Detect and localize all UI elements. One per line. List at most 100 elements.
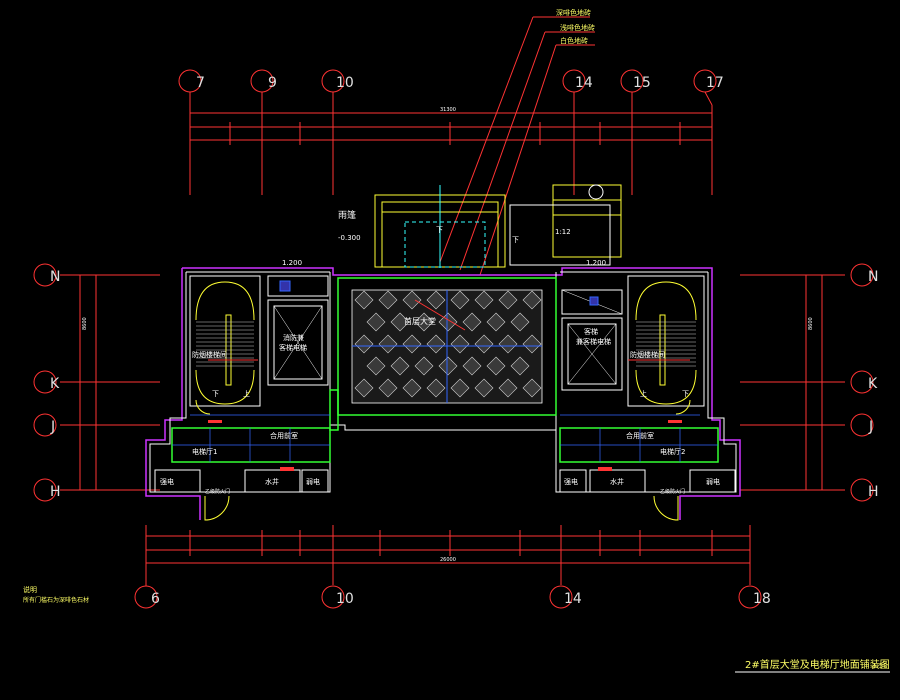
floor-tile — [462, 312, 482, 332]
stair-left — [189, 275, 261, 407]
stair-right — [627, 275, 705, 407]
floor-tile — [486, 356, 506, 376]
step-label-left: 下 — [436, 226, 443, 234]
elevator-left-label-1: 消防兼 — [283, 333, 304, 342]
lobby-label: 首层大堂 — [404, 316, 436, 326]
axis-right-N: N — [868, 269, 878, 285]
floor-tile — [366, 312, 386, 332]
floor-tile — [462, 356, 482, 376]
axis-bottom-10: 10 — [336, 591, 354, 607]
leader-label-1: 深啡色地砖 — [556, 8, 591, 17]
floor-tile — [378, 378, 398, 398]
side-dimension-lines — [60, 274, 845, 491]
room-left-1: 强电 — [160, 477, 174, 486]
bottom-axis-bubbles — [134, 585, 762, 609]
floor-tile — [426, 334, 446, 354]
service-rooms — [154, 469, 736, 493]
floor-tile — [414, 356, 434, 376]
leader-label-2: 浅啡色地砖 — [560, 23, 595, 32]
top-total-dimension: 31300 — [440, 107, 456, 113]
axis-top-14: 14 — [575, 75, 593, 91]
floor-tile — [450, 290, 470, 310]
lobby-floor — [337, 277, 557, 416]
axis-top-15: 15 — [633, 75, 651, 91]
room-left-3: 弱电 — [306, 477, 320, 486]
floor-tile — [498, 334, 518, 354]
room-left-2: 水井 — [265, 477, 279, 486]
bottom-total-dimension: 26000 — [440, 557, 456, 563]
notes-line-1: 所有门槛石为深啡色石材 — [23, 596, 89, 604]
elevator-right — [561, 289, 623, 391]
entrance-steps — [404, 184, 611, 268]
floor-tile — [522, 334, 542, 354]
dim-label-right: 1.200 — [586, 259, 606, 267]
floor-tile — [354, 290, 374, 310]
axis-bottom-6: 6 — [151, 591, 160, 607]
floor-tile — [390, 312, 410, 332]
axis-left-N: N — [50, 269, 60, 285]
floor-tile — [450, 378, 470, 398]
axis-bottom-14: 14 — [564, 591, 582, 607]
floor-tile — [414, 312, 434, 332]
elevator-right-label-2: 兼客梯电梯 — [576, 337, 611, 346]
corridor-grid — [172, 414, 718, 462]
left-total-dimension: 8600 — [82, 317, 88, 330]
door-swings — [195, 399, 691, 521]
floor-tile — [354, 334, 374, 354]
floor-tile — [390, 356, 410, 376]
axis-top-7: 7 — [196, 75, 205, 91]
floor-tile — [474, 378, 494, 398]
step-label-right: 下 — [512, 236, 519, 244]
top-dimension-lines — [189, 105, 713, 195]
leader-label-3: 白色地砖 — [560, 36, 588, 45]
dim-label-left: 1.200 — [282, 259, 302, 267]
floor-tile — [378, 334, 398, 354]
floor-tile — [426, 290, 446, 310]
stair-right-down: 下 — [682, 390, 689, 398]
stair-left-label: 防烟楼梯间 — [192, 350, 227, 359]
axis-right-K: K — [868, 376, 878, 392]
floor-tile — [438, 356, 458, 376]
floor-tile — [522, 378, 542, 398]
door-note-left: 乙级防火门 — [205, 488, 230, 495]
drawing-scale: 1:50 — [872, 662, 888, 670]
floor-tile — [354, 378, 374, 398]
corridor-right-label: 电梯厅2 — [660, 447, 685, 456]
stair-right-up: 上 — [640, 389, 647, 398]
axis-top-9: 9 — [268, 75, 277, 91]
left-axis-bubbles — [33, 263, 874, 502]
axis-top-10: 10 — [336, 75, 354, 91]
floor-tile — [510, 356, 530, 376]
floor-tile — [474, 334, 494, 354]
elevation-label: -0.300 — [338, 234, 361, 242]
axis-bottom-18: 18 — [753, 591, 771, 607]
building-outline — [145, 267, 741, 520]
floor-tile — [402, 378, 422, 398]
stair-left-down: 下 — [212, 390, 219, 398]
notes-heading: 说明 — [23, 585, 37, 594]
axis-left-J: J — [50, 419, 55, 435]
floor-tile — [450, 334, 470, 354]
leader-lines — [439, 16, 595, 276]
shaft-right-label: 合用前室 — [626, 431, 654, 440]
floor-tile — [402, 334, 422, 354]
axis-right-J: J — [868, 419, 873, 435]
elevator-left — [267, 275, 329, 386]
axis-left-K: K — [50, 376, 60, 392]
right-total-dimension: 8600 — [808, 317, 814, 330]
elevator-right-label-1: 客梯 — [584, 327, 598, 336]
entrance-canopy — [374, 184, 622, 268]
room-right-2: 水井 — [610, 477, 624, 486]
door-marks — [208, 420, 682, 471]
room-right-3: 弱电 — [706, 477, 720, 486]
canopy-label: 雨篷 — [338, 209, 356, 221]
stair-right-label: 防烟楼梯间 — [630, 350, 665, 359]
axis-right-H: H — [868, 484, 879, 500]
floor-tile — [474, 290, 494, 310]
floor-tile — [426, 378, 446, 398]
room-right-1: 强电 — [564, 477, 578, 486]
elevator-left-label-2: 客梯电梯 — [279, 343, 307, 352]
floor-tile — [510, 312, 530, 332]
top-axis-bubbles — [178, 69, 717, 106]
